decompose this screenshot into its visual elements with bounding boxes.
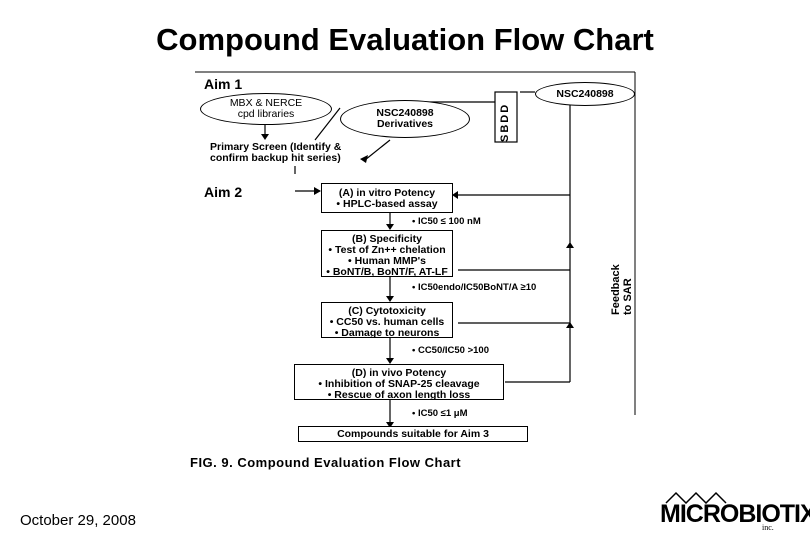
- criterion-d: • IC50 ≤1 μM: [412, 408, 468, 419]
- aim1-label: Aim 1: [204, 76, 243, 92]
- box-b-line-4: • BoNT/B, BoNT/F, AT-LF: [326, 266, 448, 278]
- box-b-specificity: (B) Specificity • Test of Zn++ chelation…: [321, 230, 453, 278]
- logo-mountain-icon: [665, 491, 727, 504]
- slide-date: October 29, 2008: [20, 512, 136, 529]
- derivatives-ellipse: NSC240898 Derivatives: [340, 100, 470, 138]
- final-box-label: Compounds suitable for Aim 3: [337, 428, 489, 440]
- box-d-line-2: • Inhibition of SNAP-25 cleavage: [318, 378, 480, 390]
- box-d-line-3: • Rescue of axon length loss: [327, 389, 471, 401]
- final-box: Compounds suitable for Aim 3: [298, 426, 528, 442]
- box-c-cytotoxicity: (C) Cytotoxicity • CC50 vs. human cells …: [321, 302, 453, 339]
- criterion-a: • IC50 ≤ 100 nM: [412, 216, 481, 227]
- nsc-ellipse: NSC240898: [535, 82, 635, 106]
- box-b-line-2: • Test of Zn++ chelation: [328, 244, 446, 256]
- libraries-ellipse: MBX & NERCE cpd libraries: [200, 93, 332, 125]
- criterion-b: • IC50endo/IC50BoNT/A ≥10: [412, 282, 537, 293]
- derivatives-line-2: Derivatives: [376, 118, 434, 130]
- logo-text: MICROBIOTIX: [660, 500, 810, 528]
- box-c-line-2: • CC50 vs. human cells: [329, 316, 445, 328]
- box-a-in-vitro-potency: (A) in vitro Potency • HPLC-based assay: [321, 183, 453, 213]
- box-c-line-1: (C) Cytotoxicity: [348, 305, 426, 317]
- libraries-line-2: cpd libraries: [237, 108, 295, 120]
- primary-screen-line-2: confirm backup hit series): [210, 152, 341, 164]
- box-b-line-3: • Human MMP's: [348, 255, 426, 267]
- box-c-line-3: • Damage to neurons: [334, 327, 440, 339]
- libraries-line-1: MBX & NERCE: [229, 97, 303, 109]
- figure-caption: FIG. 9. Compound Evaluation Flow Chart: [190, 455, 462, 470]
- flow-chart-connectors: [195, 71, 636, 428]
- logo-inc: inc.: [762, 523, 774, 532]
- microbiotix-logo: MICROBIOTIX inc.: [658, 490, 810, 535]
- box-d-line-1: (D) in vivo Potency: [351, 367, 447, 379]
- derivatives-line-1: NSC240898: [376, 107, 434, 119]
- nsc-label: NSC240898: [556, 87, 614, 100]
- primary-screen-line-1: Primary Screen (Identify &: [210, 141, 342, 153]
- aim2-label: Aim 2: [204, 184, 243, 200]
- sbdd-label: SBDD: [499, 102, 511, 142]
- box-b-line-1: (B) Specificity: [351, 233, 422, 245]
- box-a-line-1: (A) in vitro Potency: [338, 187, 436, 199]
- primary-screen-text: Primary Screen (Identify & confirm backu…: [210, 142, 341, 164]
- box-a-line-2: • HPLC-based assay: [336, 198, 438, 210]
- box-d-in-vivo-potency: (D) in vivo Potency • Inhibition of SNAP…: [294, 364, 504, 401]
- feedback-label: Feedback to SAR: [610, 264, 634, 315]
- flow-chart-figure: Aim 1 MBX & NERCE cpd libraries NSC24089…: [190, 70, 640, 490]
- slide-title: Compound Evaluation Flow Chart: [156, 22, 654, 57]
- criterion-c: • CC50/IC50 >100: [412, 345, 489, 356]
